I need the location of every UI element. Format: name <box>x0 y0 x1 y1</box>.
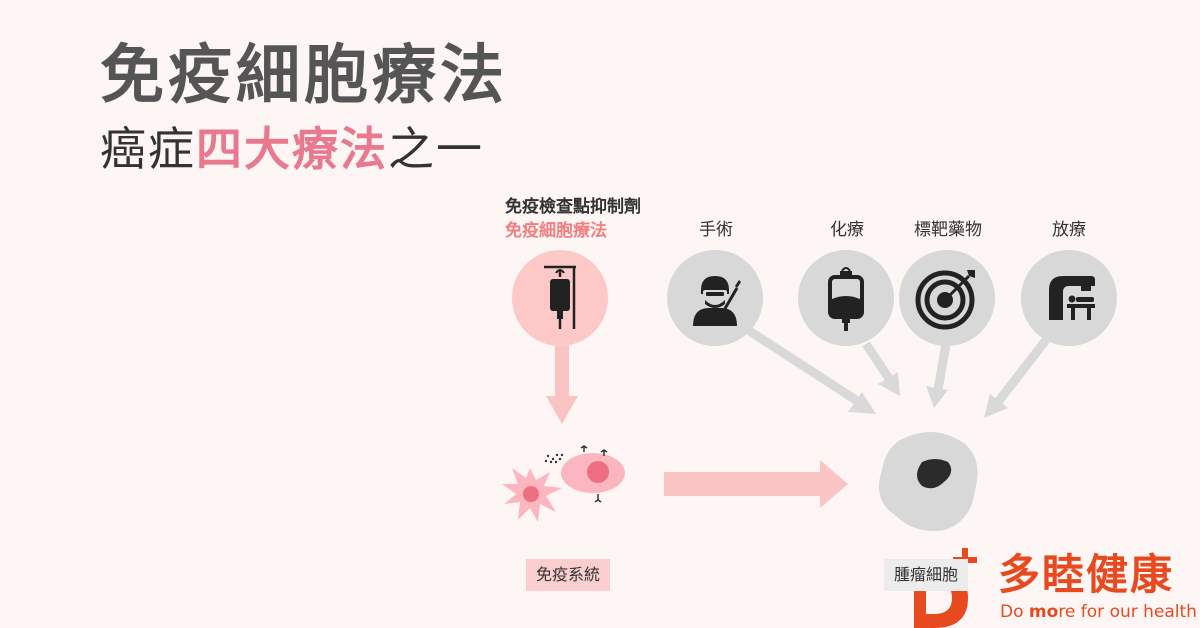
page-subtitle: 癌症四大療法之一 <box>100 122 484 177</box>
down-arrow <box>546 340 578 424</box>
iv-bag-icon <box>544 265 576 329</box>
immuno-label-checkpoint: 免疫檢查點抑制劑 <box>505 197 641 217</box>
brand-name-cn: 多睦健康 <box>998 550 1175 599</box>
label-targeted: 標靶藥物 <box>914 220 982 240</box>
label-chemo: 化療 <box>830 220 864 240</box>
subtitle-suffix: 之一 <box>388 122 484 176</box>
chemo-circle <box>798 250 894 346</box>
tumor-cell-label: 腫瘤細胞 <box>884 559 969 591</box>
slogan-mo: mo <box>1028 602 1059 622</box>
right-arrow <box>664 460 848 508</box>
brand-slogan: Do more for our health <box>1000 602 1197 622</box>
radiation-machine-icon <box>1049 276 1095 320</box>
targeted-circle <box>899 250 995 346</box>
subtitle-prefix: 癌症 <box>100 122 196 176</box>
chemo-bag-icon <box>828 267 864 331</box>
slogan-do: Do <box>1000 602 1029 622</box>
iv-bag-circle <box>512 250 608 346</box>
page-title: 免疫細胞療法 <box>100 39 508 113</box>
immune-system-label: 免疫系統 <box>526 559 611 591</box>
target-icon <box>915 270 975 330</box>
surgeon-icon <box>693 276 741 326</box>
therapy-arrows <box>745 326 1050 418</box>
radiation-circle <box>1021 250 1117 346</box>
immune-cells-illustration <box>502 445 625 522</box>
label-surgery: 手術 <box>699 220 733 240</box>
surgery-circle <box>667 250 763 346</box>
immuno-label-cell-therapy: 免疫細胞療法 <box>505 221 607 241</box>
tumor-cell-illustration <box>878 431 978 531</box>
label-radiation: 放療 <box>1052 220 1086 240</box>
slogan-rest: re for our health <box>1058 602 1197 622</box>
subtitle-highlight: 四大療法 <box>196 122 388 176</box>
